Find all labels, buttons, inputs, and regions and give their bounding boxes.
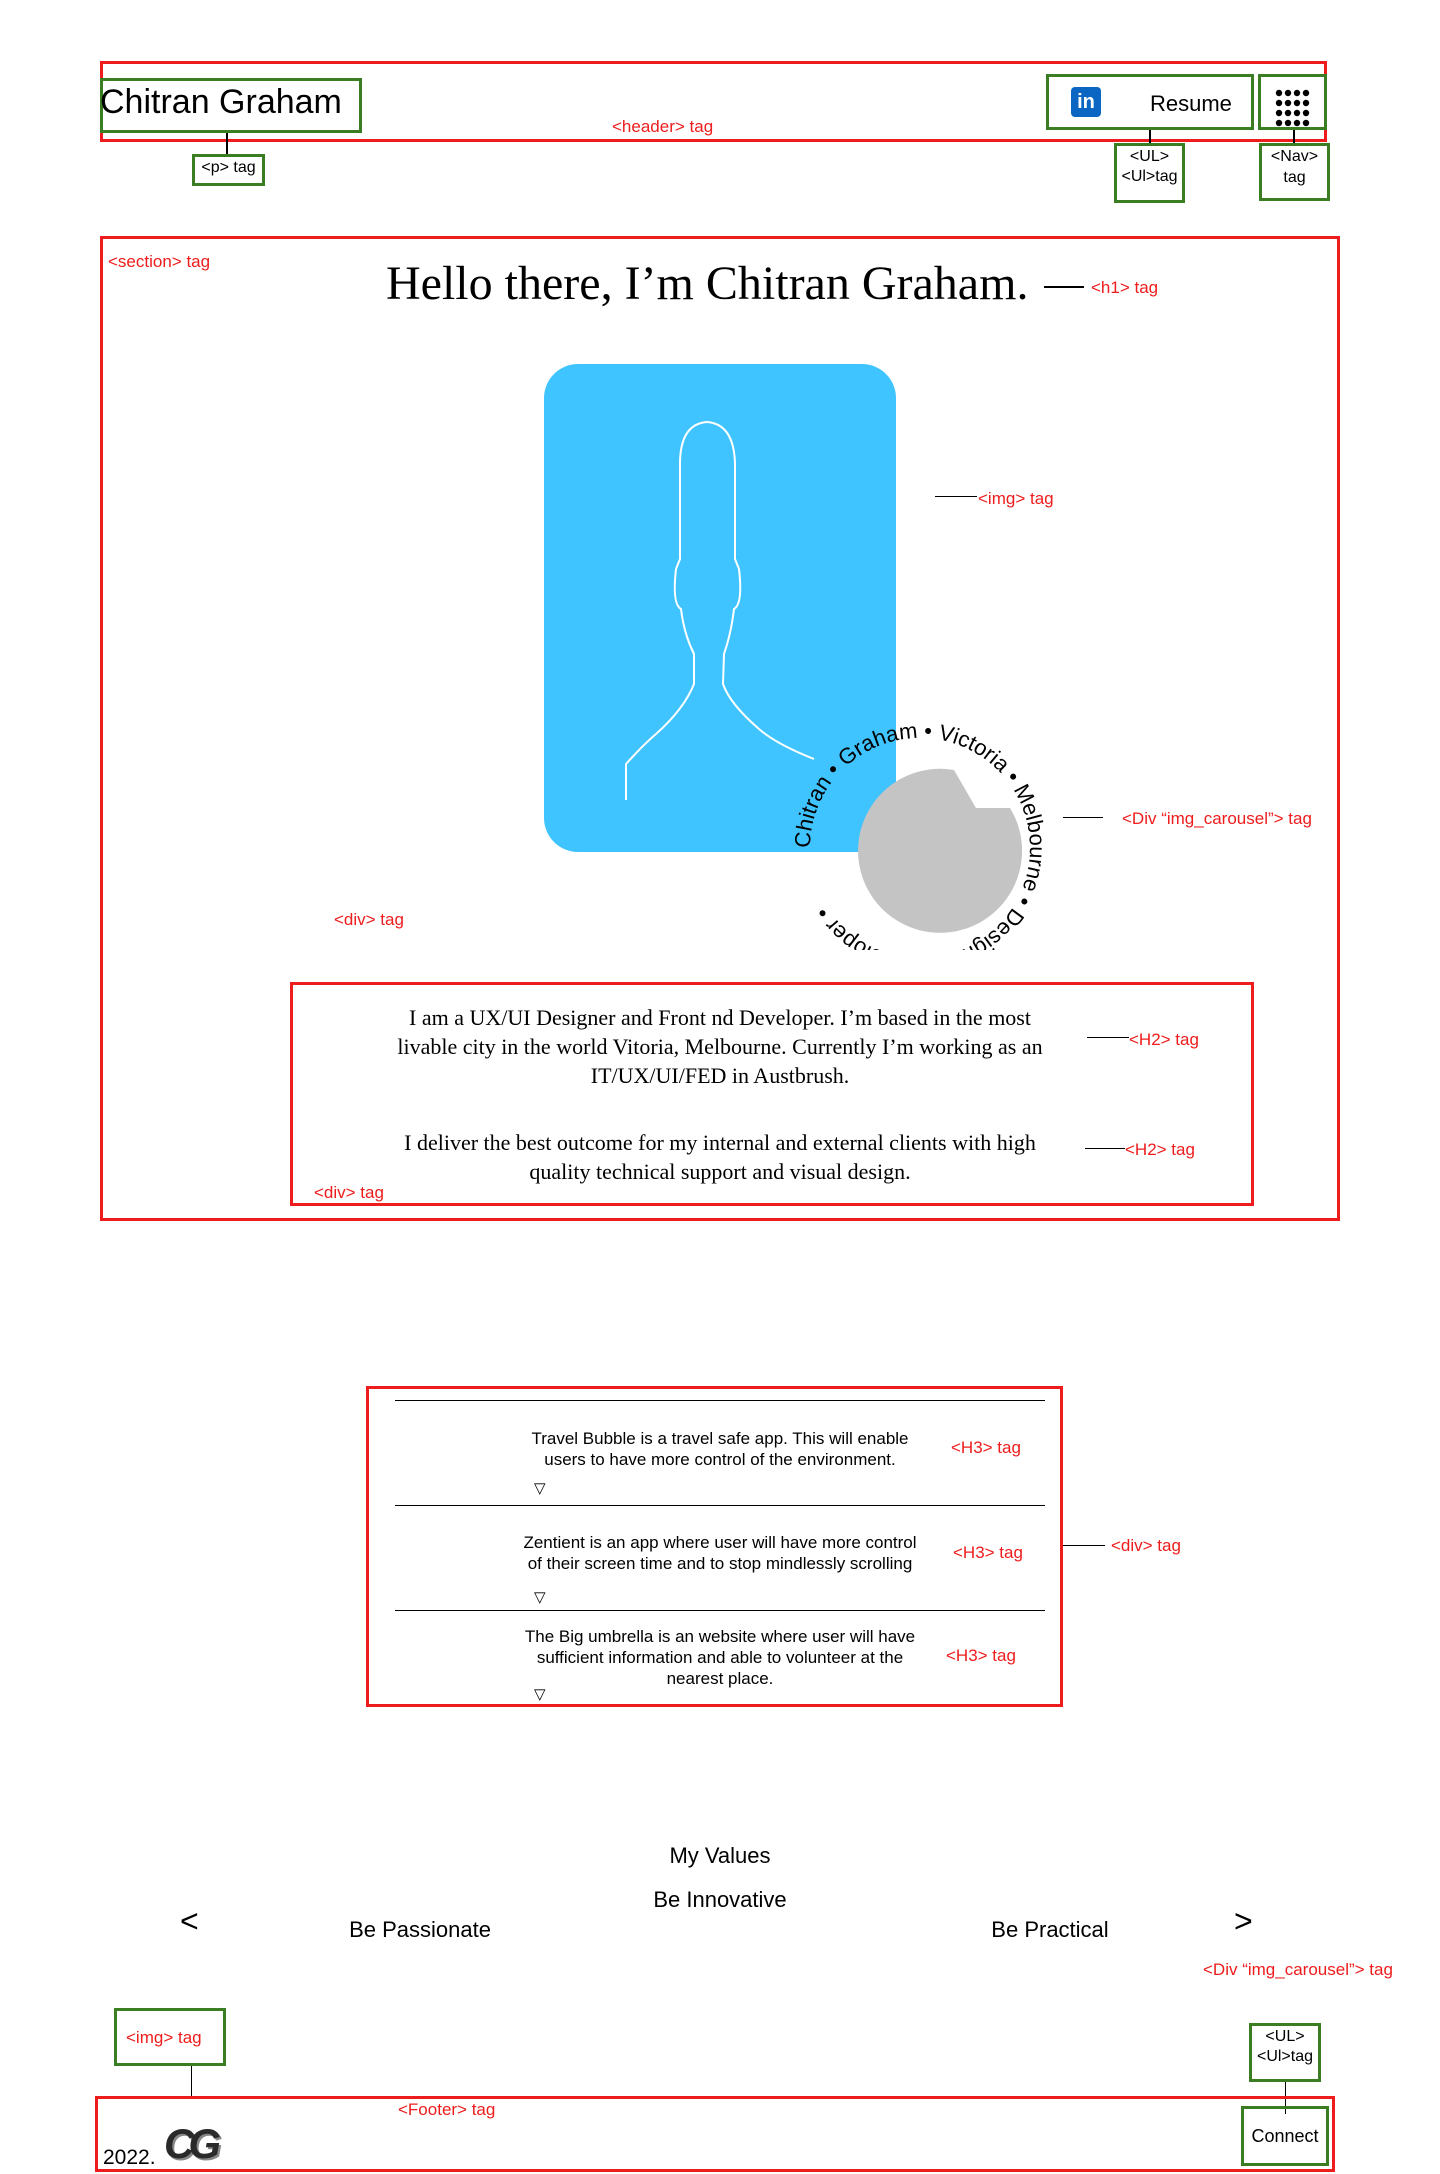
footer-img-tag-label: <img> tag bbox=[126, 2028, 202, 2047]
h2-leader-2 bbox=[1085, 1148, 1125, 1149]
about-paragraph-1: I am a UX/UI Designer and Front nd Devel… bbox=[310, 1003, 1130, 1090]
project-item-1[interactable]: Travel Bubble is a travel safe app. This… bbox=[480, 1428, 960, 1470]
site-name[interactable]: Chitran Graham bbox=[100, 83, 342, 121]
linkedin-icon[interactable]: in bbox=[1071, 87, 1101, 117]
h1-tag-label: <h1> tag bbox=[1091, 278, 1159, 297]
footer-img-tag-box bbox=[114, 2008, 226, 2066]
values-center: Be Innovative bbox=[653, 1887, 787, 1912]
about-p1-line-2: livable city in the world Vitoria, Melbo… bbox=[397, 1034, 1043, 1059]
carousel-disc bbox=[858, 768, 1023, 933]
footer-ul-tag-label-line-2: <Ul>tag bbox=[1256, 2048, 1314, 2065]
nav-box bbox=[1258, 74, 1327, 130]
ul-tag-label-line-1: <UL> bbox=[1129, 148, 1170, 165]
h2-tag-label-1: <H2> tag bbox=[1129, 1030, 1199, 1049]
project-3-line-1: The Big umbrella is an website where use… bbox=[524, 1627, 916, 1646]
name-box bbox=[100, 78, 362, 133]
about-p1-line-3: IT/UX/UI/FED in Austbrush. bbox=[590, 1063, 850, 1088]
section-box bbox=[100, 236, 1340, 1221]
footer-tag-label: <Footer> tag bbox=[398, 2100, 496, 2119]
p-tag-label: <p> tag bbox=[201, 159, 256, 176]
projects-box bbox=[366, 1386, 1063, 1707]
project-1-line-1: Travel Bubble is a travel safe app. This… bbox=[531, 1429, 909, 1448]
carousel-leader bbox=[1063, 817, 1103, 818]
footer-year: 2022. bbox=[103, 2146, 156, 2169]
footer-logo: CG bbox=[164, 2120, 221, 2167]
carousel-tag-label: <Div “img_carousel”> tag bbox=[1122, 809, 1312, 828]
footer-connect-box bbox=[1241, 2106, 1329, 2166]
connect-link[interactable]: Connect bbox=[1251, 2126, 1319, 2146]
expand-toggle-icon[interactable]: ▽ bbox=[534, 1686, 546, 1703]
values-title: My Values bbox=[669, 1843, 771, 1868]
h3-tag-label-1: <H3> tag bbox=[951, 1438, 1021, 1457]
expand-toggle-icon[interactable]: ▽ bbox=[534, 1480, 546, 1497]
footer-ul-tag-box bbox=[1249, 2023, 1321, 2082]
img-tag-label: <img> tag bbox=[978, 489, 1054, 508]
ul-tag-leader bbox=[1149, 130, 1151, 145]
nav-tag-leader bbox=[1293, 130, 1295, 145]
h2-tag-label-2: <H2> tag bbox=[1125, 1140, 1195, 1159]
p-tag-box bbox=[192, 154, 265, 186]
menu-grid-icon[interactable] bbox=[1274, 89, 1312, 127]
accordion-divider bbox=[395, 1400, 1045, 1401]
project-2-line-2: of their screen time and to stop mindles… bbox=[527, 1554, 913, 1573]
project-2-line-1: Zentient is an app where user will have … bbox=[523, 1533, 917, 1552]
nav-tag-label-line-2: tag bbox=[1283, 169, 1306, 186]
nav-tag-label-line-1: <Nav> bbox=[1270, 148, 1319, 165]
project-1-line-2: users to have more control of the enviro… bbox=[544, 1450, 896, 1469]
project-3-line-2: sufficient information and able to volun… bbox=[536, 1648, 904, 1667]
header-tag-label: <header> tag bbox=[612, 117, 714, 136]
carousel-prev-button[interactable]: < bbox=[180, 1903, 199, 1939]
values-carousel-tag-label: <Div “img_carousel”> tag bbox=[1203, 1960, 1393, 1979]
about-p2-line-1: I deliver the best outcome for my intern… bbox=[404, 1130, 1036, 1155]
h3-tag-label-2: <H3> tag bbox=[953, 1543, 1023, 1562]
hero-title: Hello there, I’m Chitran Graham. bbox=[386, 257, 1029, 310]
project-item-3[interactable]: The Big umbrella is an website where use… bbox=[480, 1626, 960, 1689]
section-tag-label: <section> tag bbox=[108, 252, 211, 271]
footer-img-leader bbox=[191, 2066, 192, 2096]
div-tag-label: <div> tag bbox=[334, 910, 404, 929]
values-right: Be Practical bbox=[991, 1917, 1109, 1942]
nav-tag-box bbox=[1259, 143, 1330, 201]
projects-div-leader bbox=[1063, 1545, 1105, 1546]
img-carousel[interactable]: Chitran • Graham • Victoria • Melbourne … bbox=[790, 670, 1050, 950]
footer-ul-tag-label-line-1: <UL> bbox=[1265, 2028, 1305, 2045]
accordion-divider bbox=[395, 1505, 1045, 1506]
footer-box bbox=[95, 2096, 1335, 2172]
about-div-tag-label: <div> tag bbox=[314, 1183, 384, 1202]
resume-link[interactable]: Resume bbox=[1150, 91, 1232, 116]
project-item-2[interactable]: Zentient is an app where user will have … bbox=[480, 1532, 960, 1574]
h2-leader-1 bbox=[1087, 1037, 1129, 1038]
p-tag-leader bbox=[226, 133, 228, 155]
ul-tag-box bbox=[1114, 143, 1185, 203]
silhouette-icon bbox=[625, 420, 815, 800]
carousel-next-button[interactable]: > bbox=[1234, 1903, 1253, 1939]
h1-leader bbox=[1044, 286, 1084, 288]
projects-div-tag-label: <div> tag bbox=[1111, 1536, 1181, 1555]
about-p1-line-1: I am a UX/UI Designer and Front nd Devel… bbox=[409, 1005, 1031, 1030]
ul-tag-label-line-2: <Ul>tag bbox=[1121, 168, 1178, 185]
profile-photo bbox=[544, 364, 896, 852]
header-ul-box bbox=[1046, 74, 1254, 130]
about-box bbox=[290, 982, 1254, 1206]
about-paragraph-2: I deliver the best outcome for my intern… bbox=[310, 1128, 1130, 1186]
values-left: Be Passionate bbox=[349, 1917, 491, 1942]
h3-tag-label-3: <H3> tag bbox=[946, 1646, 1016, 1665]
expand-toggle-icon[interactable]: ▽ bbox=[534, 1589, 546, 1606]
accordion-divider bbox=[395, 1610, 1045, 1611]
project-3-line-3: nearest place. bbox=[666, 1669, 774, 1688]
about-p2-line-2: quality technical support and visual des… bbox=[529, 1159, 911, 1184]
img-leader bbox=[935, 496, 977, 497]
